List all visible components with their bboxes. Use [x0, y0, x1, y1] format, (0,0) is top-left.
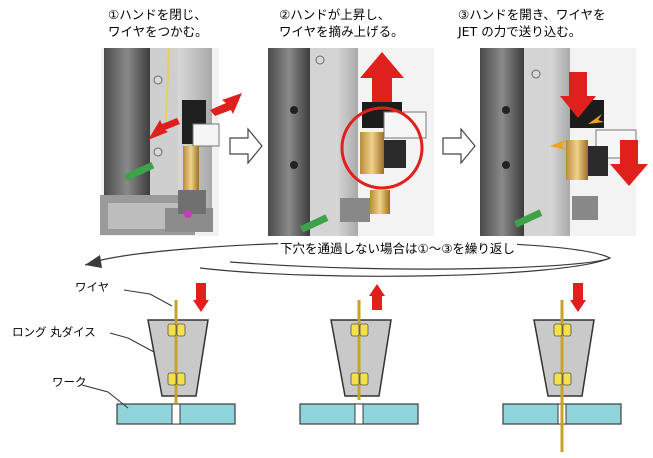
- step1-caption-line1: ①ハンドを閉じ、: [108, 7, 207, 22]
- arrow-right-icon: [442, 127, 476, 165]
- hand-close-arrow-left: [148, 118, 180, 140]
- down-arrow-icon: [560, 72, 596, 118]
- step1-caption-line2: ワイヤをつかむ。: [108, 24, 208, 39]
- step3-caption: ③ハンドを開き、ワイヤを JET の力で送り込む。: [458, 6, 605, 40]
- work-label: ワーク: [52, 375, 87, 389]
- work-plates: [116, 403, 622, 425]
- step1-photo: [100, 47, 242, 236]
- step2-photo: [268, 48, 434, 236]
- loop-arrow-icon: [84, 240, 612, 277]
- die-1: [147, 283, 209, 403]
- die-label: ロング 丸ダイス: [12, 325, 96, 339]
- step2-caption: ②ハンドが上昇し、 ワイヤを摘み上げる。: [279, 6, 404, 40]
- up-arrow-icon: [360, 52, 404, 102]
- die-2: [330, 284, 392, 400]
- step3-caption-line2: JET の力で送り込む。: [458, 24, 582, 39]
- wire-label: ワイヤ: [75, 280, 110, 294]
- label-leaders: [81, 289, 173, 409]
- hand-close-arrow-right: [210, 93, 242, 116]
- step2-caption-line2: ワイヤを摘み上げる。: [279, 24, 404, 39]
- step3-photo: [480, 48, 648, 236]
- jet-arrow-2: [550, 140, 566, 150]
- down-arrow-icon: [610, 140, 648, 186]
- step2-caption-line1: ②ハンドが上昇し、: [279, 7, 391, 22]
- step1-caption: ①ハンドを閉じ、 ワイヤをつかむ。: [108, 6, 208, 40]
- arrow-right-icon: [229, 127, 263, 165]
- step3-caption-line1: ③ハンドを開き、ワイヤを: [458, 7, 606, 22]
- die-3: [533, 283, 595, 452]
- loop-note: 下穴を通過しない場合は①～③を繰り返し: [278, 238, 517, 257]
- jet-arrow-1: [588, 114, 604, 124]
